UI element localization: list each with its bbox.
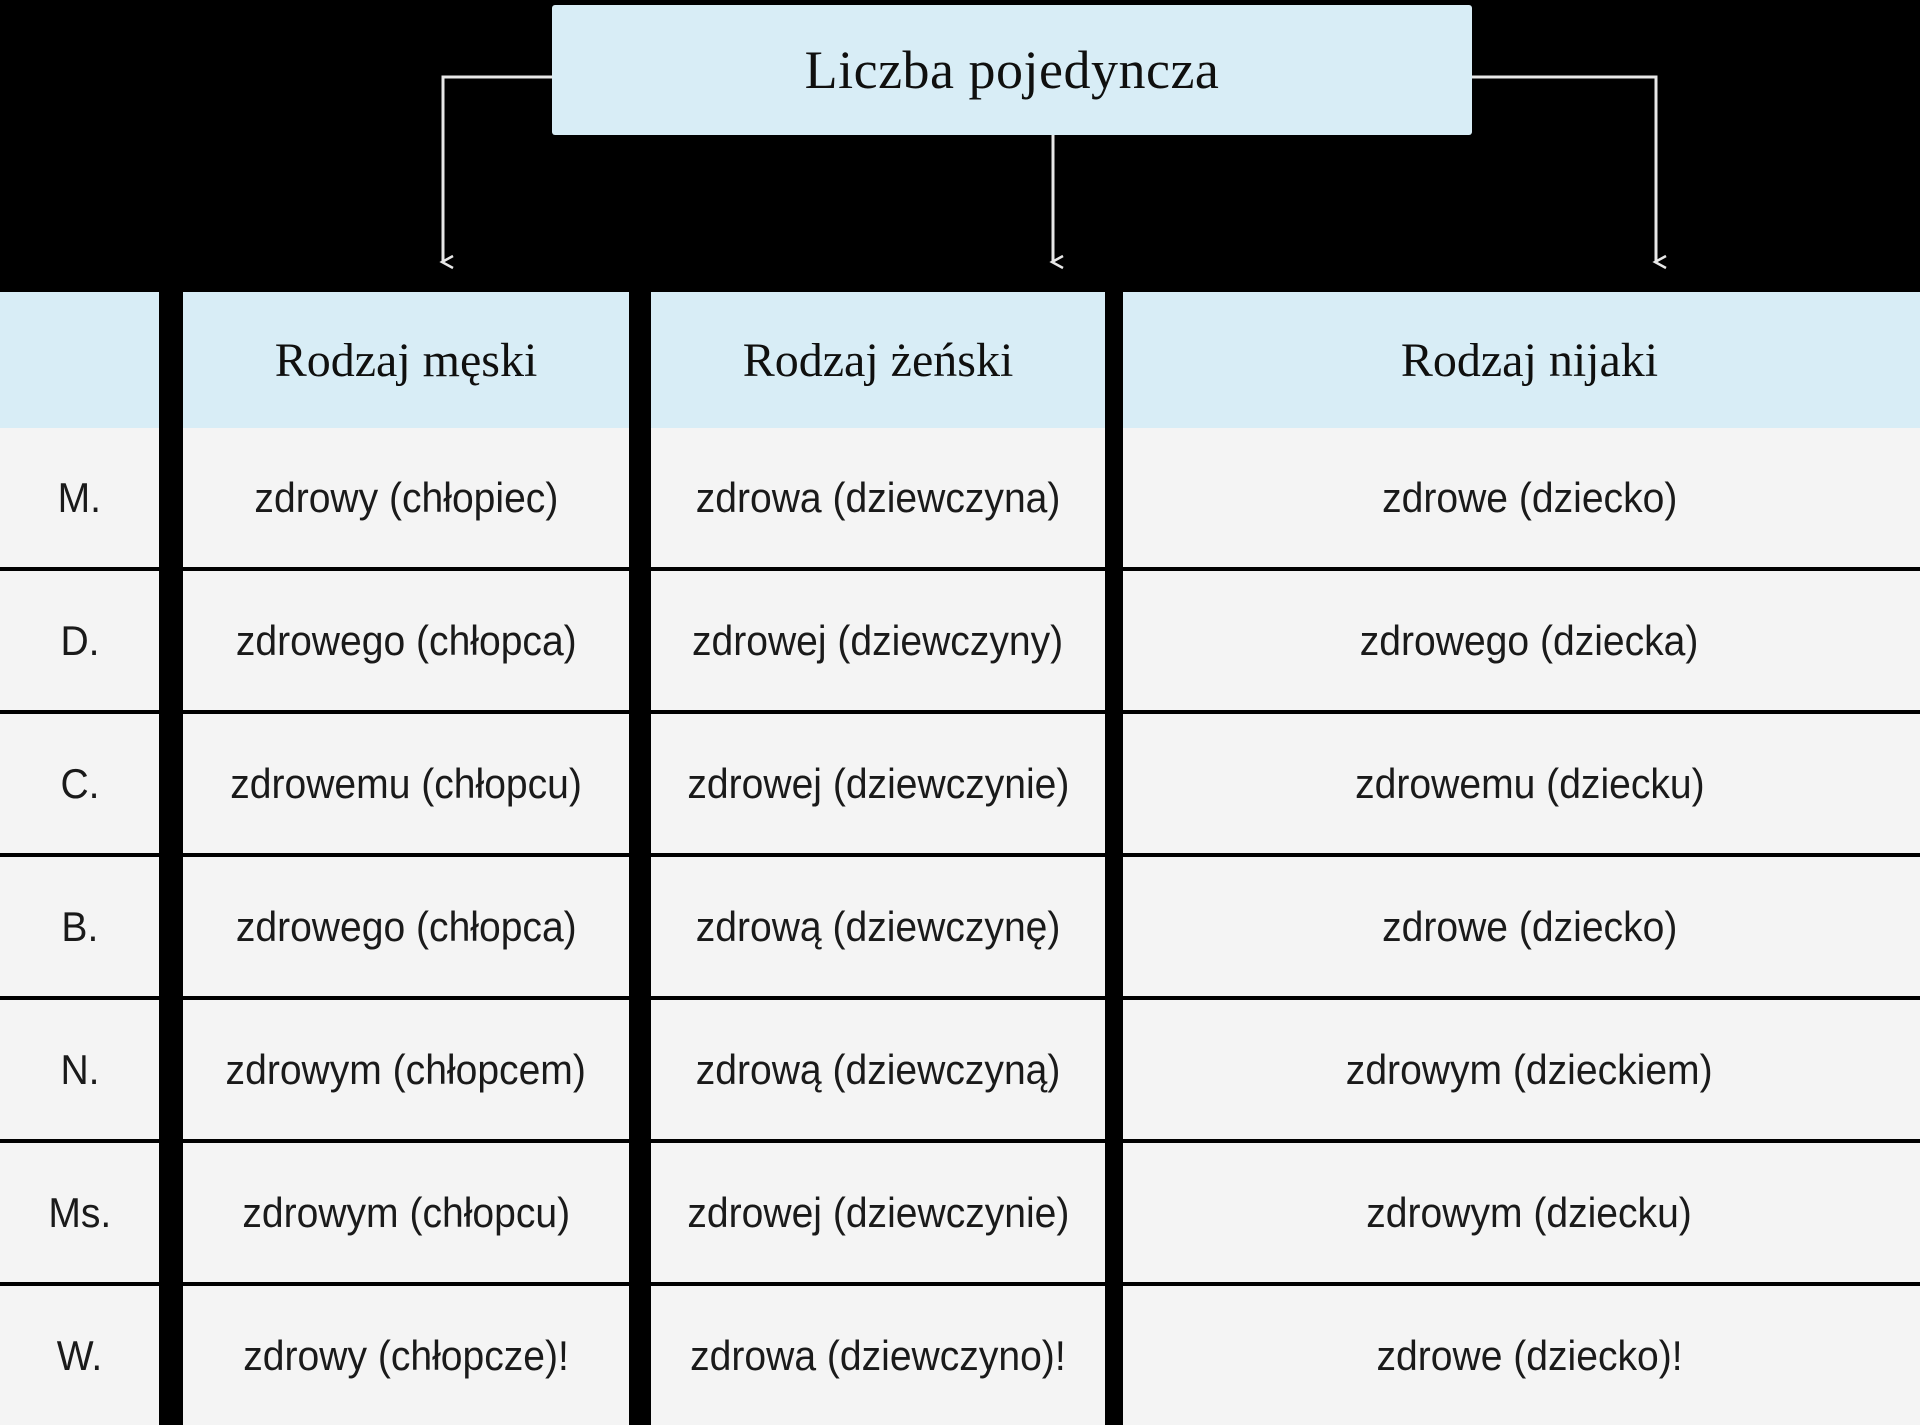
cell-r5-c2: zdrową (dziewczyną) bbox=[651, 996, 1105, 1139]
cell-r3-c3-text: zdrowemu (dziecku) bbox=[1354, 759, 1705, 807]
cell-r1-c1: zdrowy (chłopiec) bbox=[183, 428, 629, 567]
connector-right bbox=[1472, 75, 1667, 270]
cell-r3-c1: zdrowemu (chłopcu) bbox=[183, 710, 629, 853]
cell-r2-c1-text: zdrowego (chłopca) bbox=[235, 616, 577, 664]
row-label-B-text: B. bbox=[61, 902, 98, 950]
column-divider-2 bbox=[1105, 567, 1123, 710]
row-label-Ms: Ms. bbox=[0, 1139, 159, 1282]
cell-r7-c1: zdrowy (chłopcze)! bbox=[183, 1282, 629, 1425]
cell-r7-c3: zdrowe (dziecko)! bbox=[1123, 1282, 1920, 1425]
cell-r3-c3: zdrowemu (dziecku) bbox=[1123, 710, 1920, 853]
column-divider-0 bbox=[159, 567, 183, 710]
cell-r1-c3: zdrowe (dziecko) bbox=[1123, 428, 1920, 567]
row-label-W: W. bbox=[0, 1282, 159, 1425]
row-label-Ms-text: Ms. bbox=[48, 1188, 111, 1236]
root-node-label: Liczba pojedyncza bbox=[804, 40, 1220, 100]
column-divider-2 bbox=[1105, 853, 1123, 996]
row-label-M: M. bbox=[0, 428, 159, 567]
column-divider-2 bbox=[1105, 1282, 1123, 1425]
table-corner-cell bbox=[0, 292, 159, 428]
column-header-3-text: Rodzaj nijaki bbox=[1400, 333, 1659, 387]
column-divider-2 bbox=[1105, 710, 1123, 853]
column-divider-2 bbox=[1105, 292, 1123, 428]
column-header-2: Rodzaj żeński bbox=[651, 292, 1105, 428]
cell-r6-c1: zdrowym (chłopcu) bbox=[183, 1139, 629, 1282]
declension-diagram: Liczba pojedyncza Rodzaj męski Rodzaj żeń… bbox=[0, 5, 1920, 1425]
column-header-1-text: Rodzaj męski bbox=[274, 333, 538, 387]
cell-r7-c3-text: zdrowe (dziecko)! bbox=[1376, 1331, 1683, 1379]
column-divider-1 bbox=[629, 996, 651, 1139]
cell-r1-c1-text: zdrowy (chłopiec) bbox=[254, 473, 558, 521]
cell-r5-c3: zdrowym (dzieckiem) bbox=[1123, 996, 1920, 1139]
column-header-2-text: Rodzaj żeński bbox=[742, 333, 1014, 387]
row-label-D-text: D. bbox=[59, 616, 100, 664]
cell-r2-c2: zdrowej (dziewczyny) bbox=[651, 567, 1105, 710]
cell-r2-c2-text: zdrowej (dziewczyny) bbox=[692, 616, 1064, 664]
cell-r6-c2-text: zdrowej (dziewczynie) bbox=[686, 1188, 1070, 1236]
column-divider-2 bbox=[1105, 1139, 1123, 1282]
cell-r4-c1-text: zdrowego (chłopca) bbox=[235, 902, 577, 950]
cell-r7-c1-text: zdrowy (chłopcze)! bbox=[243, 1331, 569, 1379]
column-divider-1 bbox=[629, 567, 651, 710]
cell-r3-c2-text: zdrowej (dziewczynie) bbox=[686, 759, 1070, 807]
cell-r1-c2: zdrowa (dziewczyna) bbox=[651, 428, 1105, 567]
column-divider-0 bbox=[159, 1282, 183, 1425]
cell-r4-c2-text: zdrową (dziewczynę) bbox=[695, 902, 1061, 950]
column-divider-0 bbox=[159, 710, 183, 853]
column-divider-1 bbox=[629, 1282, 651, 1425]
row-label-C: C. bbox=[0, 710, 159, 853]
cell-r5-c3-text: zdrowym (dzieckiem) bbox=[1346, 1045, 1713, 1093]
cell-r7-c2: zdrowa (dziewczyno)! bbox=[651, 1282, 1105, 1425]
column-divider-2 bbox=[1105, 996, 1123, 1139]
column-divider-2 bbox=[1105, 428, 1123, 567]
cell-r4-c2: zdrową (dziewczynę) bbox=[651, 853, 1105, 996]
column-divider-1 bbox=[629, 710, 651, 853]
column-header-1: Rodzaj męski bbox=[183, 292, 629, 428]
cell-r6-c2: zdrowej (dziewczynie) bbox=[651, 1139, 1105, 1282]
cell-r5-c1: zdrowym (chłopcem) bbox=[183, 996, 629, 1139]
column-divider-0 bbox=[159, 1139, 183, 1282]
column-divider-0 bbox=[159, 853, 183, 996]
cell-r2-c3-text: zdrowego (dziecka) bbox=[1360, 616, 1699, 664]
column-divider-1 bbox=[629, 1139, 651, 1282]
column-divider-0 bbox=[159, 996, 183, 1139]
cell-r5-c1-text: zdrowym (chłopcem) bbox=[225, 1045, 587, 1093]
row-label-B: B. bbox=[0, 853, 159, 996]
column-divider-1 bbox=[629, 292, 651, 428]
column-divider-0 bbox=[159, 292, 183, 428]
cell-r1-c3-text: zdrowe (dziecko) bbox=[1381, 473, 1678, 521]
cell-r2-c1: zdrowego (chłopca) bbox=[183, 567, 629, 710]
row-label-C-text: C. bbox=[59, 759, 100, 807]
connector-left bbox=[439, 75, 552, 270]
row-label-M-text: M. bbox=[57, 473, 102, 521]
column-divider-1 bbox=[629, 428, 651, 567]
cell-r4-c3: zdrowe (dziecko) bbox=[1123, 853, 1920, 996]
column-divider-0 bbox=[159, 428, 183, 567]
cell-r1-c2-text: zdrowa (dziewczyna) bbox=[695, 473, 1061, 521]
row-label-N: N. bbox=[0, 996, 159, 1139]
cell-r3-c1-text: zdrowemu (chłopcu) bbox=[230, 759, 582, 807]
cell-r2-c3: zdrowego (dziecka) bbox=[1123, 567, 1920, 710]
column-divider-1 bbox=[629, 853, 651, 996]
cell-r4-c1: zdrowego (chłopca) bbox=[183, 853, 629, 996]
row-label-W-text: W. bbox=[56, 1331, 103, 1379]
column-header-3: Rodzaj nijaki bbox=[1123, 292, 1920, 428]
cell-r6-c3: zdrowym (dziecku) bbox=[1123, 1139, 1920, 1282]
root-node-liczba-pojedyncza: Liczba pojedyncza bbox=[552, 5, 1472, 135]
cell-r4-c3-text: zdrowe (dziecko) bbox=[1381, 902, 1678, 950]
cell-r6-c3-text: zdrowym (dziecku) bbox=[1366, 1188, 1693, 1236]
cell-r5-c2-text: zdrową (dziewczyną) bbox=[695, 1045, 1061, 1093]
cell-r6-c1-text: zdrowym (chłopcu) bbox=[242, 1188, 570, 1236]
row-label-D: D. bbox=[0, 567, 159, 710]
row-label-N-text: N. bbox=[59, 1045, 100, 1093]
cell-r7-c2-text: zdrowa (dziewczyno)! bbox=[690, 1331, 1066, 1379]
cell-r3-c2: zdrowej (dziewczynie) bbox=[651, 710, 1105, 853]
